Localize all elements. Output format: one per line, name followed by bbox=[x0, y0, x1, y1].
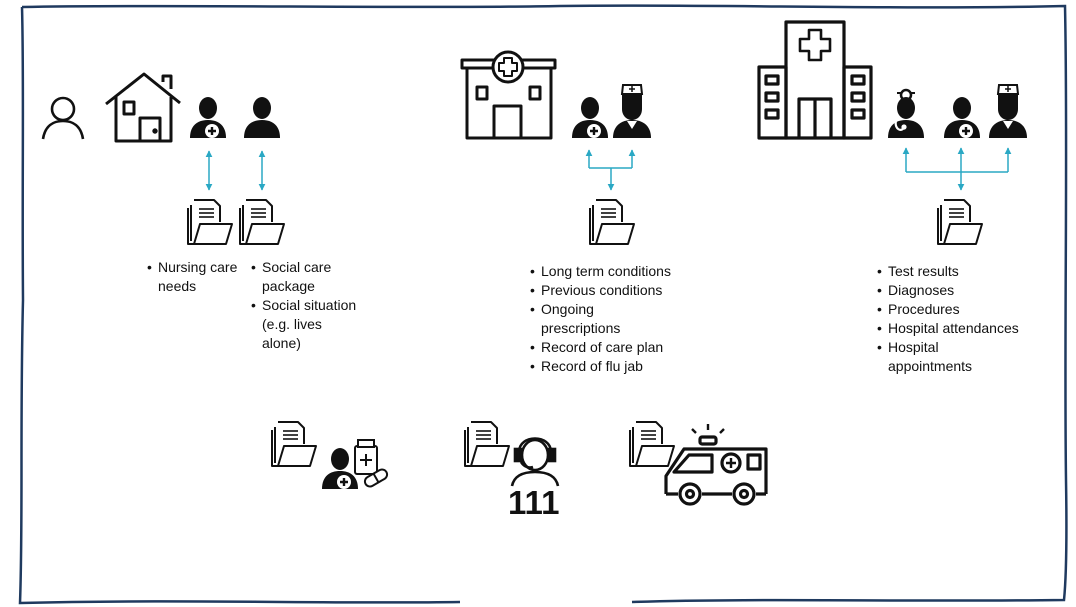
gp-record-list: Long term conditions Previous conditions… bbox=[530, 262, 705, 376]
folder-icon bbox=[187, 199, 233, 245]
list-item: Ongoing prescriptions bbox=[530, 300, 651, 338]
hospital-icon bbox=[757, 20, 873, 140]
hospital-record-list: Test results Diagnoses Procedures Hospit… bbox=[877, 262, 1057, 376]
list-item: Record of flu jab bbox=[530, 357, 705, 376]
connector-arrows bbox=[585, 149, 636, 191]
doctor-icon bbox=[190, 97, 226, 138]
ambulance-icon bbox=[664, 424, 768, 506]
call-handler-icon bbox=[510, 437, 560, 487]
list-item: Hospital attendances bbox=[877, 319, 1057, 338]
folder-icon bbox=[589, 199, 635, 245]
list-item: Test results bbox=[877, 262, 1057, 281]
folder-icon bbox=[464, 421, 510, 467]
doctor-icon bbox=[944, 97, 980, 138]
nursing-care-list: Nursing care needs bbox=[147, 258, 243, 296]
social-care-list: Social care package Social situation (e.… bbox=[251, 258, 361, 353]
list-item: Social care package bbox=[251, 258, 361, 296]
list-item: Nursing care needs bbox=[147, 258, 243, 296]
person-outline-icon bbox=[41, 96, 85, 140]
home-icon bbox=[105, 72, 181, 143]
list-item: Hospital appointments bbox=[877, 338, 998, 376]
folder-icon bbox=[239, 199, 285, 245]
doctor-icon bbox=[888, 88, 924, 138]
list-item: Previous conditions bbox=[530, 281, 705, 300]
folder-icon bbox=[271, 421, 317, 467]
list-item: Diagnoses bbox=[877, 281, 1057, 300]
person-icon bbox=[244, 97, 280, 138]
connector-arrows bbox=[902, 147, 1012, 191]
list-item: Procedures bbox=[877, 300, 1057, 319]
list-item: Social situation (e.g. lives alone) bbox=[251, 296, 361, 353]
list-item: Long term conditions bbox=[530, 262, 705, 281]
doctor-icon bbox=[572, 97, 608, 138]
folder-icon bbox=[629, 421, 675, 467]
nurse-icon bbox=[612, 84, 652, 139]
gp-surgery-icon bbox=[460, 50, 557, 140]
pharmacist-icon bbox=[322, 439, 389, 489]
nurse-icon bbox=[988, 84, 1028, 139]
folder-icon bbox=[937, 199, 983, 245]
frame-border bbox=[18, 4, 1068, 605]
nhs-111-label: 111 bbox=[508, 484, 560, 521]
list-item: Record of care plan bbox=[530, 338, 705, 357]
